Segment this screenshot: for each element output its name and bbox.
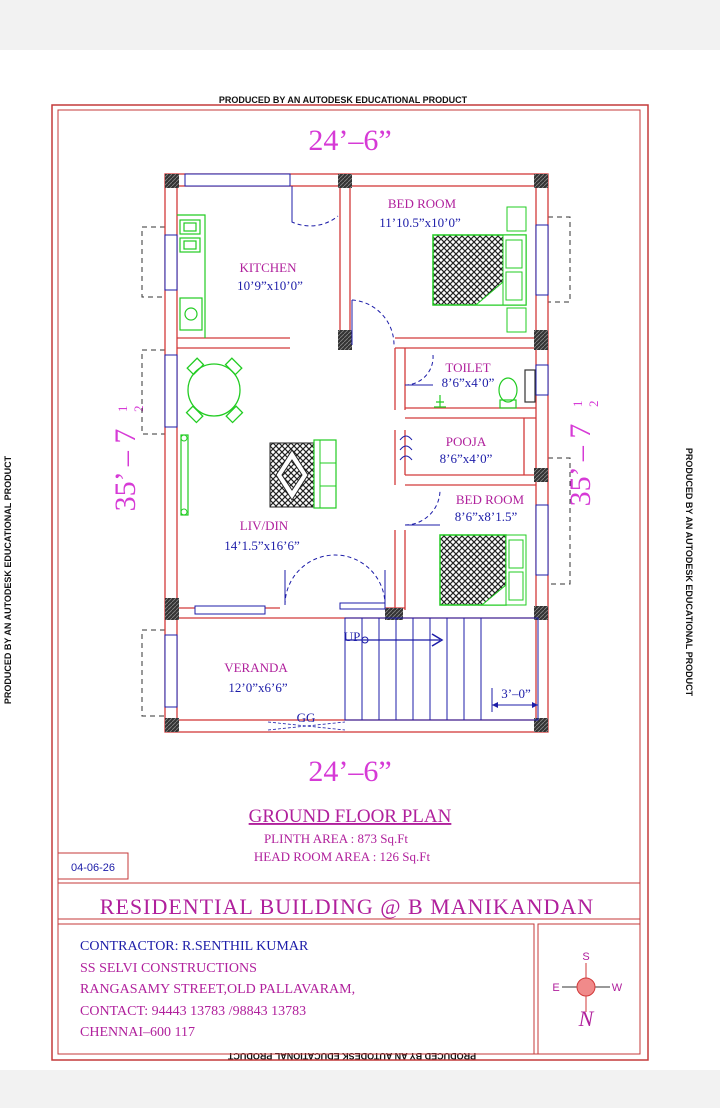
compass-box <box>537 923 641 1055</box>
stair-width-dimension: 3’–0” <box>501 686 531 701</box>
livdin-size: 14’1.5”x16’6” <box>224 538 300 553</box>
drawing-sheet: PRODUCED BY AN AUTODESK EDUCATIONAL PROD… <box>0 50 720 1070</box>
gate <box>267 721 346 731</box>
stair-up-label: UP <box>344 629 361 644</box>
svg-text:35’ – 7: 35’ – 7 <box>564 424 597 507</box>
toilet-name: TOILET <box>445 360 490 375</box>
kitchen-counter <box>177 214 206 338</box>
toilet-size: 8’6”x4’0” <box>442 375 495 390</box>
contractor-contact: CONTACT: 94443 13783 /98843 13783 <box>80 1004 306 1019</box>
bedroom-one-name: BED ROOM <box>388 196 457 211</box>
veranda-size: 12’0”x6’6” <box>228 680 287 695</box>
north-compass-icon: S E W N <box>552 951 622 1031</box>
bed-two <box>439 534 527 606</box>
pooja-name: POOJA <box>446 434 487 449</box>
living-furniture <box>180 434 337 516</box>
svg-text:1: 1 <box>570 401 585 408</box>
window-projections <box>141 216 571 717</box>
livdin-name: LIV/DIN <box>240 518 289 533</box>
svg-text:1: 1 <box>115 406 130 413</box>
svg-text:N: N <box>578 1006 595 1031</box>
title-box <box>57 882 641 920</box>
doors <box>284 186 441 606</box>
watermark-left: PRODUCED BY AN AUTODESK EDUCATIONAL PROD… <box>3 455 13 704</box>
svg-text:2: 2 <box>131 406 146 413</box>
plinth-area: PLINTH AREA : 873 Sq.Ft <box>264 831 408 846</box>
bedroom-two-size: 8’6”x8’1.5” <box>455 509 518 524</box>
building-title: RESIDENTIAL BUILDING @ B MANIKANDAN <box>100 894 594 919</box>
svg-text:35’ – 7: 35’ – 7 <box>109 429 142 512</box>
bedroom-one-size: 11’10.5”x10’0” <box>379 215 461 230</box>
date-box <box>57 852 129 880</box>
bedroom-two-name: BED ROOM <box>456 492 525 507</box>
contractor-company: SS SELVI CONSTRUCTIONS <box>80 961 257 976</box>
outer-border <box>51 104 649 1061</box>
watermark-top: PRODUCED BY AN AUTODESK EDUCATIONAL PROD… <box>219 95 468 105</box>
windows <box>164 173 549 708</box>
toilet-fixtures <box>434 369 536 409</box>
floor-plan-drawing: PRODUCED BY AN AUTODESK EDUCATIONAL PROD… <box>3 95 694 1061</box>
head-room-area: HEAD ROOM AREA : 126 Sq.Ft <box>254 849 431 864</box>
columns <box>165 174 548 732</box>
contractor-city: CHENNAI–600 117 <box>80 1025 195 1040</box>
watermark-right: PRODUCED BY AN AUTODESK EDUCATIONAL PROD… <box>684 448 694 697</box>
pooja-size: 8’6”x4’0” <box>440 451 493 466</box>
svg-text:W: W <box>612 982 623 994</box>
bed-one <box>432 206 527 333</box>
svg-text:E: E <box>552 982 559 994</box>
veranda-name: VERANDA <box>224 660 288 675</box>
gate-label: GG <box>297 710 316 725</box>
left-length-dimension: 35’ – 7 1 2 <box>109 406 146 512</box>
plan-date: 04-06-26 <box>71 862 115 874</box>
watermark-bottom: PRODUCED BY AN AUTODESK EDUCATIONAL PROD… <box>227 1051 476 1061</box>
contractor-box <box>57 923 535 1055</box>
svg-text:S: S <box>582 951 589 963</box>
dining-table <box>185 357 244 424</box>
plan-title: GROUND FLOOR PLAN <box>249 806 452 827</box>
contractor-address: RANGASAMY STREET,OLD PALLAVARAM, <box>80 982 355 997</box>
kitchen-size: 10’9”x10’0” <box>237 278 303 293</box>
bottom-width-dimension: 24’–6” <box>308 755 391 788</box>
kitchen-name: KITCHEN <box>239 260 297 275</box>
svg-text:2: 2 <box>586 401 601 408</box>
contractor-name: CONTRACTOR: R.SENTHIL KUMAR <box>80 939 309 954</box>
staircase <box>344 617 539 721</box>
top-width-dimension: 24’–6” <box>308 124 391 157</box>
